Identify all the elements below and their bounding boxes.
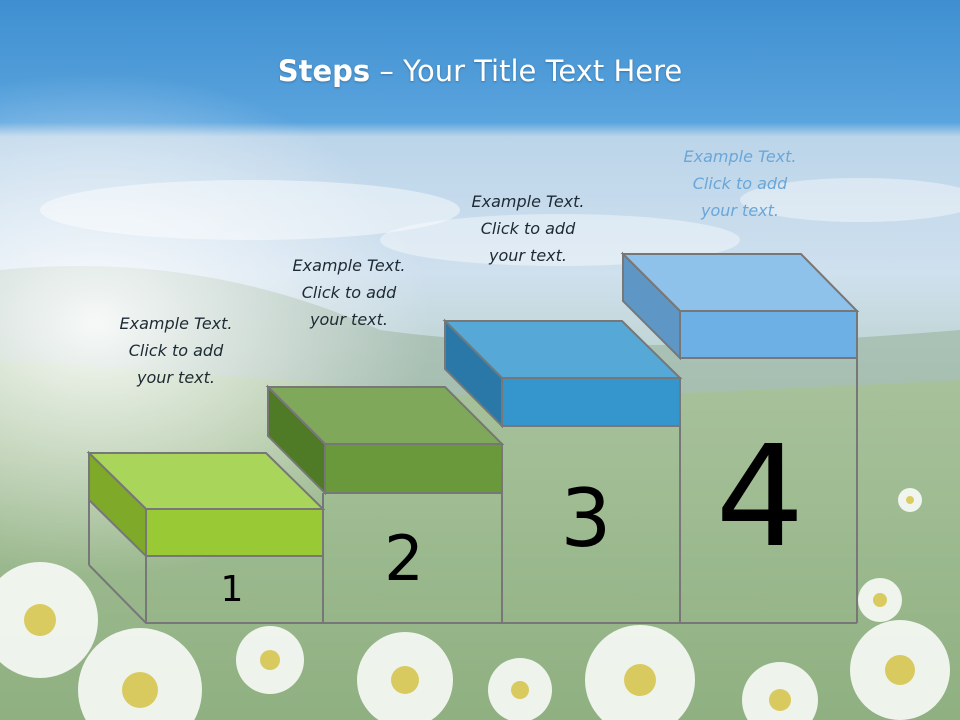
step-2-caption[interactable]: Example Text. Click to add your text. bbox=[259, 252, 439, 333]
step-4-caption-line-3: your text. bbox=[700, 201, 779, 220]
title-bold: Steps bbox=[277, 54, 371, 88]
step-block-2[interactable] bbox=[265, 384, 505, 496]
step-3-caption-line-3: your text. bbox=[488, 246, 567, 265]
step-4-caption[interactable]: Example Text. Click to add your text. bbox=[650, 143, 830, 224]
steps-outline bbox=[88, 358, 858, 624]
step-3-front bbox=[501, 377, 681, 427]
slide-title: Steps – Your Title Text Here bbox=[0, 54, 960, 88]
step-2-caption-line-3: your text. bbox=[309, 310, 388, 329]
step-4-caption-line-1: Example Text. bbox=[683, 147, 797, 166]
step-1-caption-line-1: Example Text. bbox=[119, 314, 233, 333]
step-2-front bbox=[324, 443, 503, 494]
step-1-caption[interactable]: Example Text. Click to add your text. bbox=[86, 310, 266, 391]
step-3-caption-line-1: Example Text. bbox=[471, 192, 585, 211]
step-block-1[interactable] bbox=[86, 450, 326, 559]
step-2-caption-line-2: Click to add bbox=[301, 283, 397, 302]
step-3-caption[interactable]: Example Text. Click to add your text. bbox=[438, 188, 618, 269]
step-1-front bbox=[145, 508, 324, 557]
step-4-number: 4 bbox=[715, 416, 805, 579]
step-2-number: 2 bbox=[384, 522, 424, 595]
step-block-3[interactable] bbox=[442, 318, 683, 429]
step-1-number: 1 bbox=[220, 569, 244, 610]
title-rest: – Your Title Text Here bbox=[370, 54, 683, 88]
step-4-caption-line-2: Click to add bbox=[692, 174, 788, 193]
step-2-caption-line-1: Example Text. bbox=[292, 256, 406, 275]
step-block-4[interactable] bbox=[620, 251, 860, 361]
step-3-caption-line-2: Click to add bbox=[480, 219, 576, 238]
step-4-front bbox=[679, 310, 858, 359]
step-3-number: 3 bbox=[560, 472, 612, 565]
step-1-caption-line-3: your text. bbox=[136, 368, 215, 387]
step-1-caption-line-2: Click to add bbox=[128, 341, 224, 360]
